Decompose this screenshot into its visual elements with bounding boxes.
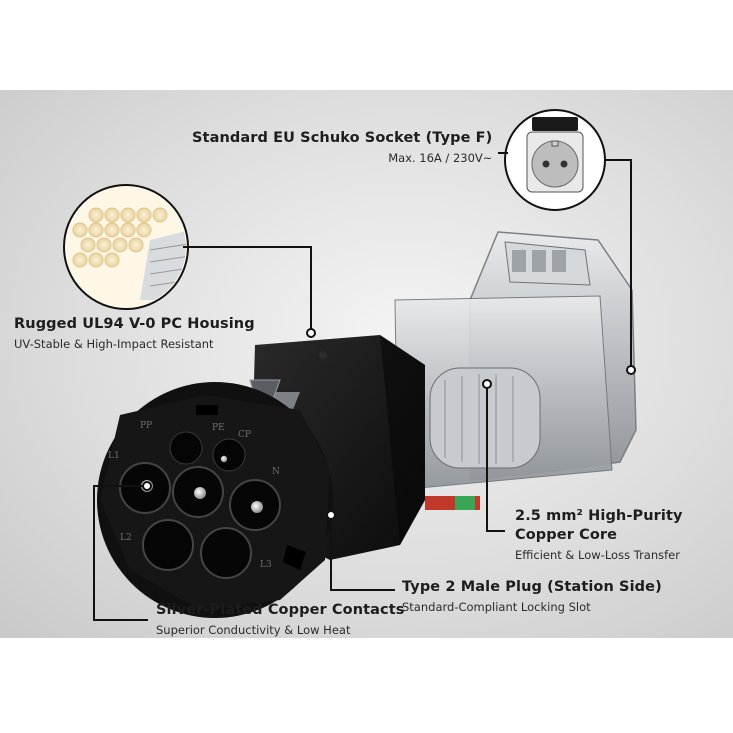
housing-closeup-inset (63, 184, 189, 310)
callout-housing-title: Rugged UL94 V-0 PC Housing (14, 316, 255, 332)
callout-core-title-line1: 2.5 mm² High-Purity (515, 508, 683, 524)
callout-plug-subtitle: Standard-Compliant Locking Slot (402, 600, 591, 614)
callout-plug: Type 2 Male Plug (Station Side) Standard… (402, 579, 662, 614)
pin-label-l2: L2 (120, 533, 132, 543)
schuko-socket-inset (504, 109, 606, 211)
pin-label-pe: PE (212, 423, 225, 433)
callout-plug-title: Type 2 Male Plug (Station Side) (402, 579, 662, 595)
callout-core-title-line2: Copper Core (515, 527, 618, 543)
pin-label-n: N (272, 467, 280, 477)
pin-labels: PP CP PE L1 N L2 L3 (108, 421, 280, 570)
clear-housing (394, 231, 637, 510)
plug-face (97, 382, 333, 618)
callout-core: 2.5 mm² High-Purity Copper Core Efficien… (515, 508, 683, 562)
callout-contacts: Silver-Plated Copper Contacts Superior C… (156, 602, 405, 637)
pin-label-l1: L1 (108, 451, 120, 461)
callout-contacts-title: Silver-Plated Copper Contacts (156, 602, 405, 618)
callout-lines (93, 152, 632, 621)
callout-housing-subtitle: UV-Stable & High-Impact Resistant (14, 337, 214, 351)
callout-core-subtitle: Efficient & Low-Loss Transfer (515, 548, 680, 562)
pin-label-pp: PP (140, 421, 152, 431)
pin-label-l3: L3 (260, 560, 272, 570)
socket-lid-icon (532, 117, 578, 131)
callout-schuko-subtitle: Max. 16A / 230V~ (388, 151, 493, 165)
callout-schuko: Standard EU Schuko Socket (Type F) Max. … (192, 130, 492, 165)
callout-dots (142, 328, 636, 520)
callout-contacts-subtitle: Superior Conductivity & Low Heat (156, 623, 351, 637)
pin-label-cp: CP (238, 430, 251, 440)
callout-schuko-title: Standard EU Schuko Socket (Type F) (192, 130, 493, 146)
callout-housing: Rugged UL94 V-0 PC Housing UV-Stable & H… (14, 316, 255, 351)
